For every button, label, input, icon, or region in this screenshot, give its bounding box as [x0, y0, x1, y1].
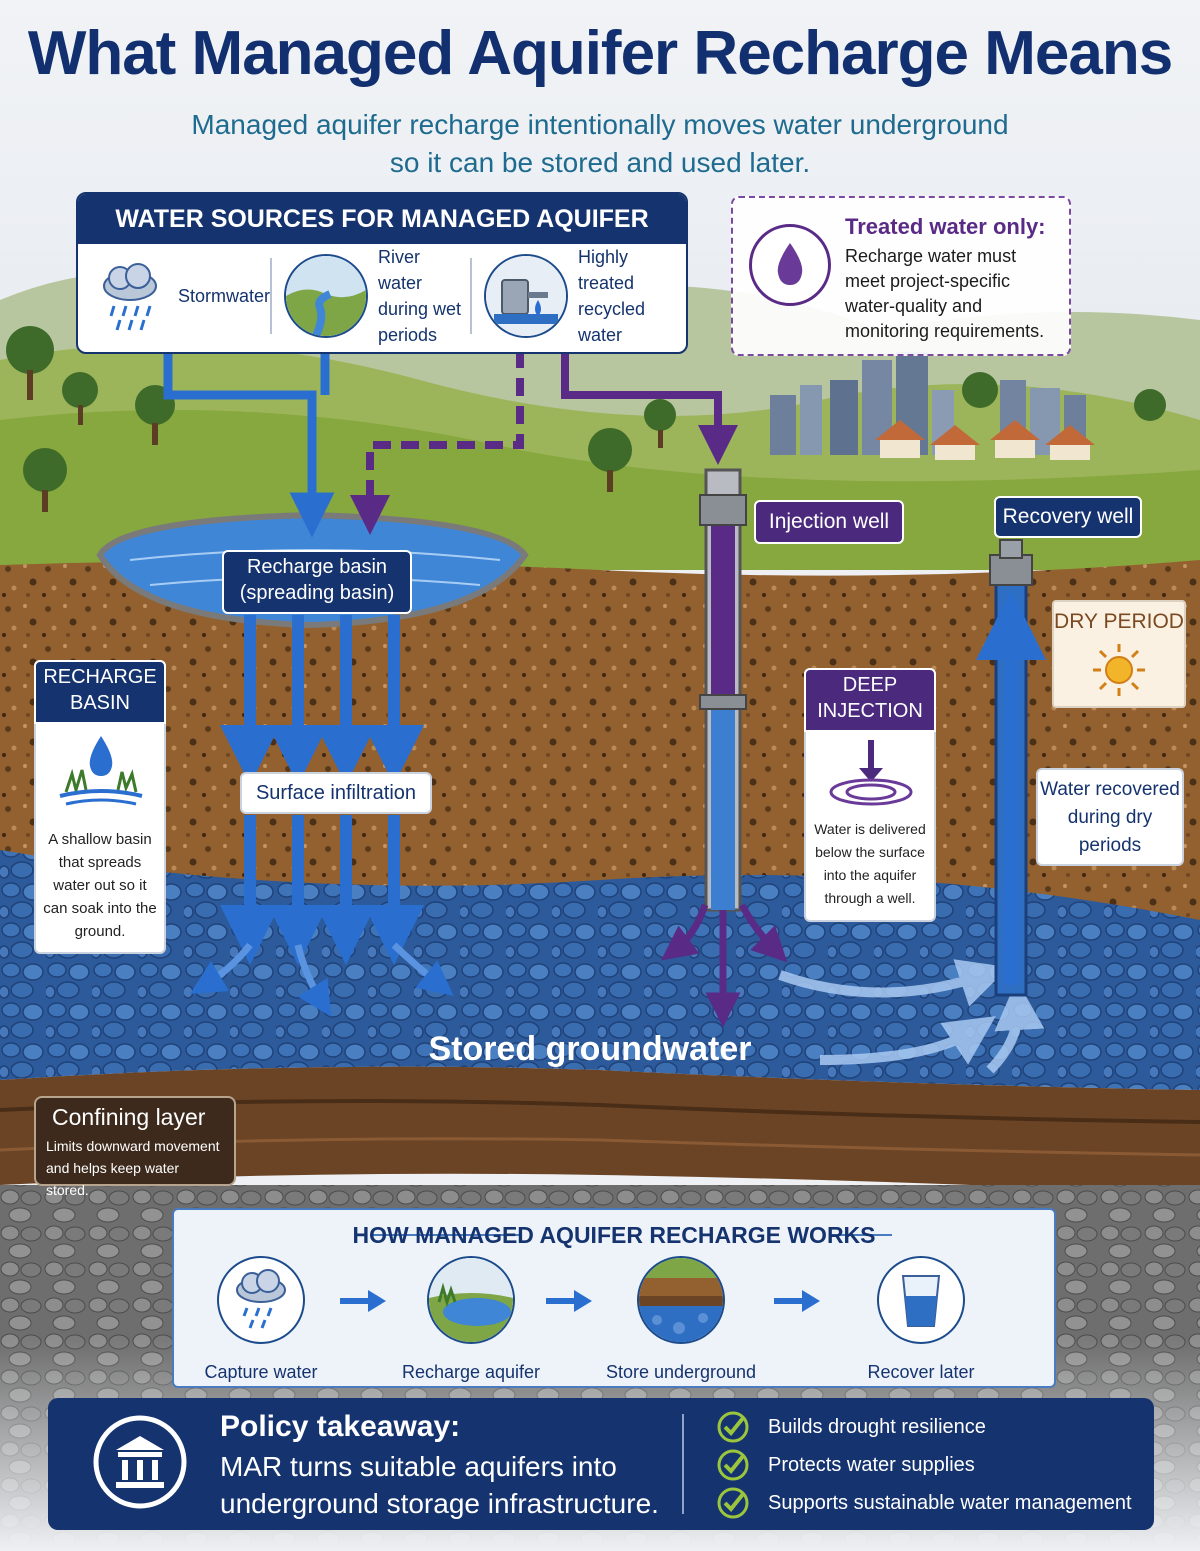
subtitle-line-2: so it can be stored and used later.	[389, 147, 811, 178]
subtitle-line-1: Managed aquifer recharge intentionally m…	[191, 109, 1009, 140]
treated-water-text: Recharge water must meet project-specifi…	[845, 246, 1045, 341]
river-icon	[284, 254, 368, 338]
step-label: Recharge aquifer	[401, 1362, 541, 1382]
step-label: Store underground	[605, 1362, 757, 1382]
down-arrow-ripple-icon	[829, 740, 913, 806]
rain-cloud-icon	[217, 1256, 305, 1344]
soil-layers-icon	[637, 1256, 725, 1344]
deep-injection-card-text: Water is delivered below the surface int…	[814, 821, 926, 906]
how-it-works-title: HOW MANAGED AQUIFER RECHARGE WORKS	[352, 1222, 876, 1248]
water-sources-heading: WATER SOURCES FOR MANAGED AQUIFER RECHAR…	[78, 194, 686, 283]
recovery-well-label: Recovery well	[994, 496, 1142, 538]
policy-point: Builds drought resilience	[716, 1410, 986, 1444]
source-divider	[470, 258, 472, 334]
how-it-works-panel: HOW MANAGED AQUIFER RECHARGE WORKS Captu…	[172, 1208, 1056, 1388]
source-divider	[270, 258, 272, 334]
water-drop-grass-icon	[59, 736, 143, 806]
step-label: Capture water	[204, 1362, 318, 1382]
confining-layer-title: Confining layer	[52, 1104, 206, 1130]
check-icon	[717, 1487, 749, 1519]
check-icon	[717, 1411, 749, 1443]
policy-point: Supports sustainable water management	[716, 1486, 1132, 1520]
source-label-stormwater: Stormwater	[178, 286, 271, 306]
confining-layer-card: Confining layer Limits downward movement…	[34, 1096, 236, 1198]
recharge-basin-card-title: RECHARGE BASIN	[34, 660, 166, 724]
policy-point-label: Builds drought resilience	[768, 1415, 986, 1438]
rain-cloud-icon	[103, 263, 157, 331]
policy-title: Policy takeaway:	[220, 1410, 461, 1443]
treated-water-title: Treated water only:	[845, 214, 1046, 239]
pond-icon	[427, 1256, 515, 1344]
step-recover-later: Recover later	[836, 1256, 1006, 1383]
policy-point: Protects water supplies	[716, 1448, 975, 1482]
recharge-basin-label: Recharge basin (spreading basin)	[222, 550, 412, 614]
treatment-plant-icon	[484, 254, 568, 338]
water-sources-panel: WATER SOURCES FOR MANAGED AQUIFER RECHAR…	[76, 192, 688, 354]
source-label-river: River water during wet periods	[378, 247, 462, 345]
arrow-right-icon	[774, 1290, 820, 1312]
policy-point-label: Protects water supplies	[768, 1453, 975, 1476]
step-store-underground: Store underground	[596, 1256, 766, 1383]
arrow-right-icon	[340, 1290, 386, 1312]
dry-period-card: DRY PERIOD	[1052, 600, 1186, 708]
policy-takeaway-panel: Policy takeaway: MAR turns suitable aqui…	[48, 1398, 1154, 1530]
source-label-recycled: Highly treated recycled water	[578, 247, 646, 345]
source-stormwater: Stormwater	[92, 254, 270, 338]
divider-line	[370, 1234, 520, 1236]
stored-groundwater-label: Stored groundwater	[428, 1030, 752, 1068]
divider-line	[832, 1234, 892, 1236]
dry-period-title: DRY PERIOD	[1054, 610, 1184, 633]
water-recovered-label: Water recovered during dry periods	[1036, 768, 1184, 866]
government-building-icon	[93, 1415, 187, 1509]
deep-injection-card: DEEP INJECTION Water is delivered below …	[804, 668, 936, 922]
page-subtitle: Managed aquifer recharge intentionally m…	[0, 106, 1200, 182]
surface-infiltration-label: Surface infiltration	[240, 772, 432, 814]
confining-layer-text: Limits downward movement and helps keep …	[46, 1138, 220, 1198]
city-skyline	[770, 352, 1095, 460]
recharge-basin-card: RECHARGE BASIN A shallow basin that spre…	[34, 660, 166, 954]
step-recharge-aquifer: Recharge aquifer	[386, 1256, 556, 1383]
water-glass-icon	[877, 1256, 965, 1344]
injection-well-label: Injection well	[754, 500, 904, 544]
page-title: What Managed Aquifer Recharge Means	[27, 19, 1173, 88]
arrow-right-icon	[546, 1290, 592, 1312]
source-river: River water during wet periods	[284, 247, 464, 345]
recharge-basin-card-text: A shallow basin that spreads water out s…	[43, 831, 157, 940]
step-label: Recover later	[867, 1362, 975, 1382]
policy-point-label: Supports sustainable water management	[768, 1491, 1132, 1514]
source-recycled: Highly treated recycled water	[484, 247, 684, 345]
policy-text: MAR turns suitable aquifers into undergr…	[220, 1451, 659, 1519]
policy-divider	[682, 1414, 684, 1514]
sun-icon	[1093, 644, 1145, 696]
check-icon	[717, 1449, 749, 1481]
step-capture-water: Capture water	[176, 1256, 346, 1383]
deep-injection-card-title: DEEP INJECTION	[804, 668, 936, 732]
treated-water-note: Treated water only: Recharge water must …	[731, 196, 1071, 356]
water-drop-icon	[749, 224, 831, 306]
